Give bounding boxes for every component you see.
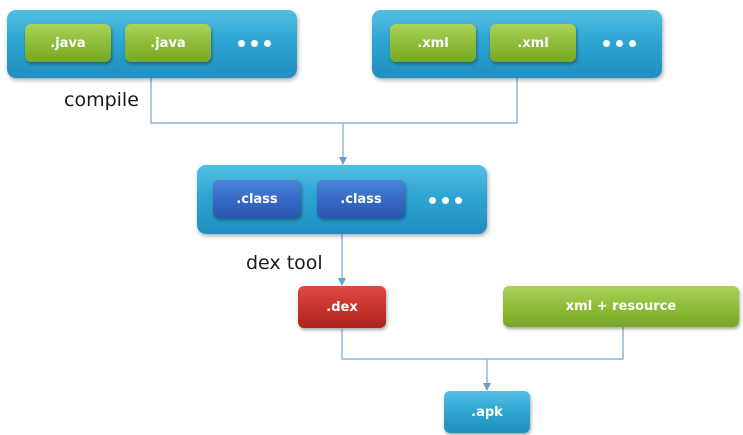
java-file-label: .java [50,35,86,51]
dex-tool-step-label: dex tool [246,252,323,274]
java-file-label: .java [150,35,186,51]
xml-resource-label: xml + resource [565,299,677,314]
xml-file-label: .xml [417,35,449,51]
xml-resource-box: xml + resource [503,286,739,327]
dex-file-box: .dex [298,286,386,328]
dex-file-label: .dex [326,299,358,315]
class-file-label: .class [236,191,278,207]
more-xml-indicator [603,40,636,47]
dex-to-apk-connector [341,329,487,360]
java-file-box: .java [25,24,111,62]
class-file-label: .class [340,191,382,207]
java-source-container: .java .java [7,10,297,78]
xml-to-class-connector [343,78,518,124]
apk-file-label: .apk [471,404,503,420]
resource-to-apk-connector [487,327,624,360]
apk-file-box: .apk [444,391,530,433]
java-file-box: .java [125,24,211,62]
java-to-class-connector [150,78,343,124]
class-container: .class .class [197,165,487,234]
xml-source-container: .xml .xml [372,10,662,78]
more-java-indicator [238,40,271,47]
more-class-indicator [429,197,462,204]
xml-file-label: .xml [517,35,549,51]
class-file-box: .class [213,180,301,218]
xml-file-box: .xml [390,24,476,62]
class-file-box: .class [317,180,405,218]
xml-file-box: .xml [490,24,576,62]
compile-step-label: compile [64,89,139,111]
